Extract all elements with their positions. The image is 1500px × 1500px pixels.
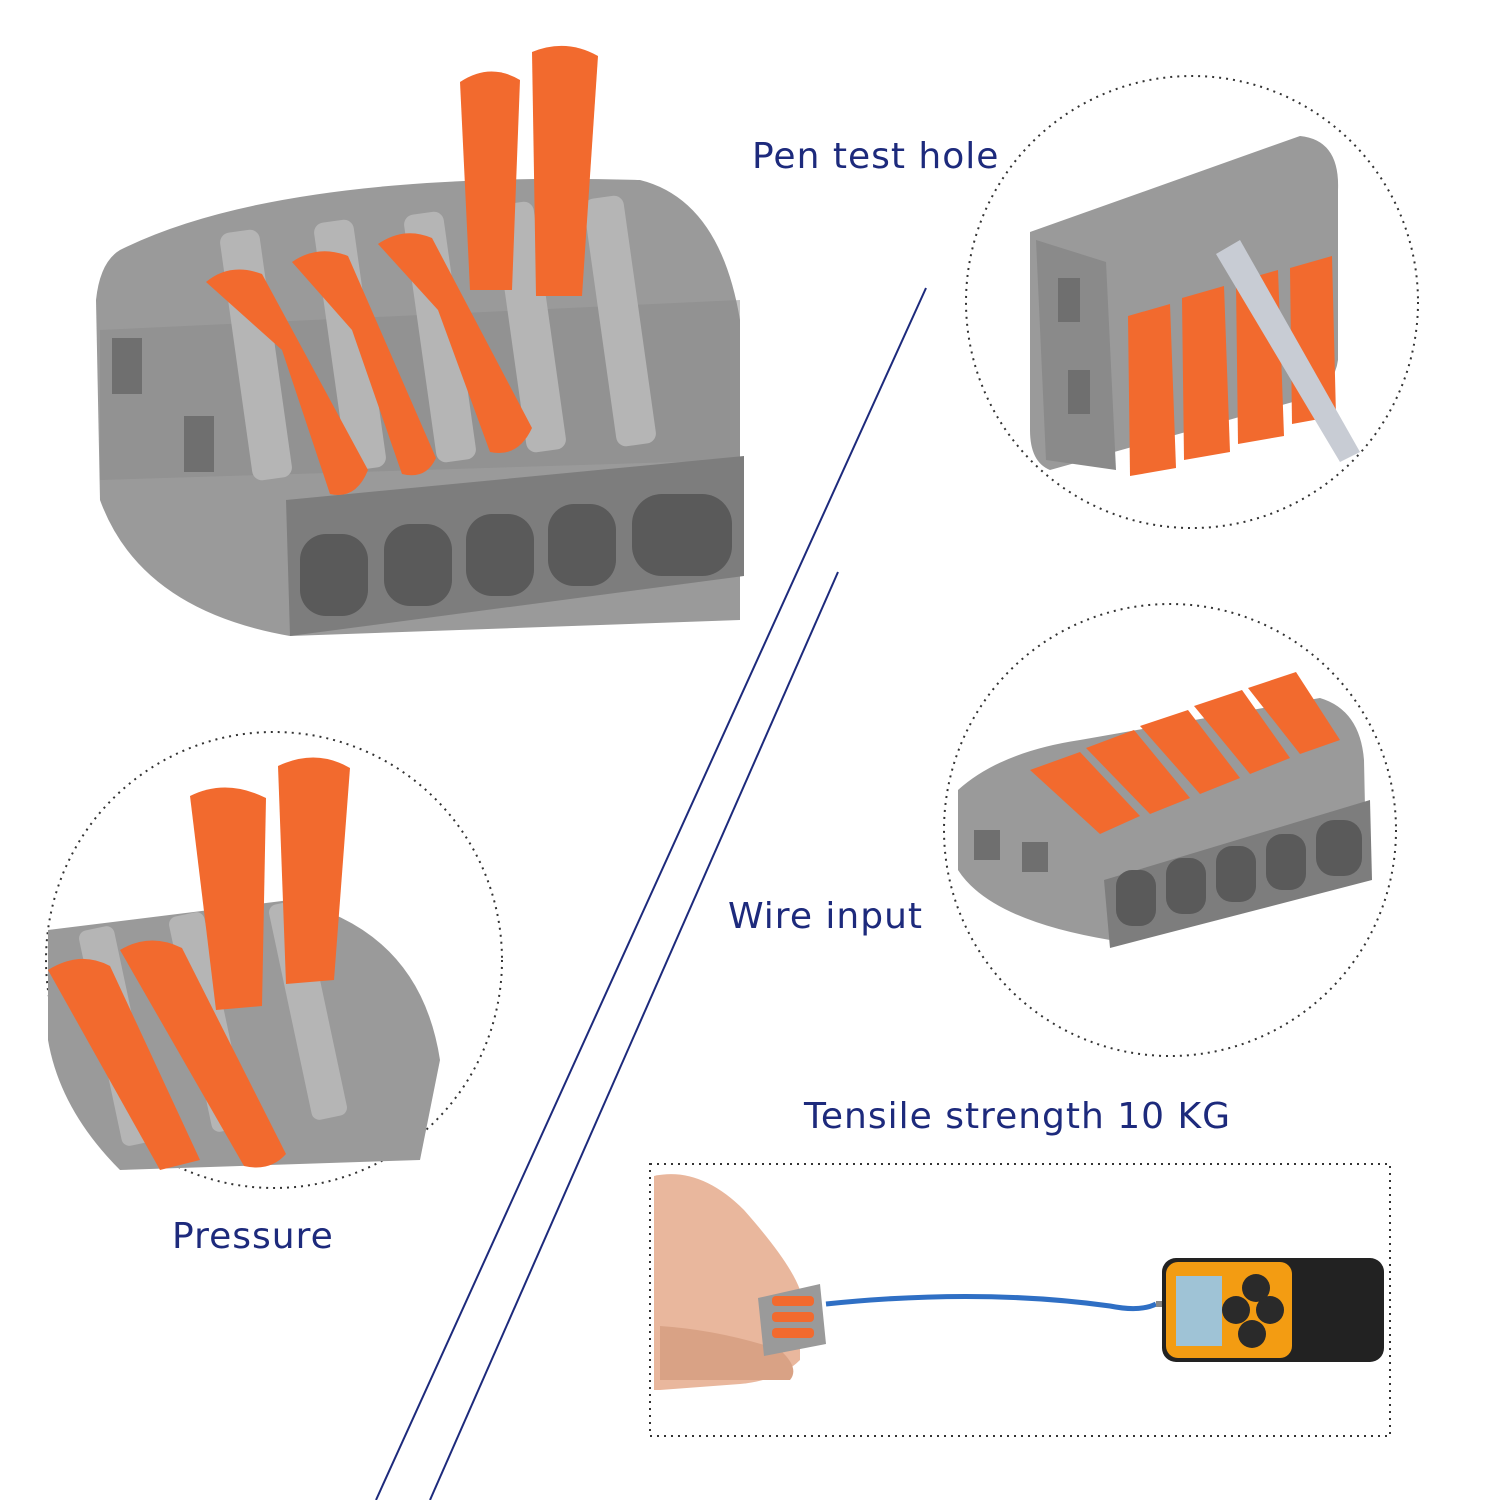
pen-test-hole-label: Pen test hole — [752, 136, 1000, 177]
main-connector — [96, 45, 744, 636]
divider-line-lower — [429, 571, 839, 1500]
wire-input-outline — [943, 603, 1397, 1057]
tensile-strength-label: Tensile strength 10 KG — [804, 1096, 1232, 1137]
pen-test-connector — [1030, 136, 1360, 476]
pen-test-hole-outline — [965, 75, 1419, 529]
pressure-connector — [48, 757, 440, 1170]
wire-input-label: Wire input — [728, 896, 924, 937]
tensile-test-frame — [649, 1163, 1391, 1437]
divider-line-upper — [375, 287, 927, 1500]
pressure-outline — [45, 731, 503, 1189]
tensile-test-scene — [654, 1174, 1384, 1390]
pressure-label: Pressure — [172, 1216, 334, 1257]
wire-input-connector — [958, 672, 1372, 948]
